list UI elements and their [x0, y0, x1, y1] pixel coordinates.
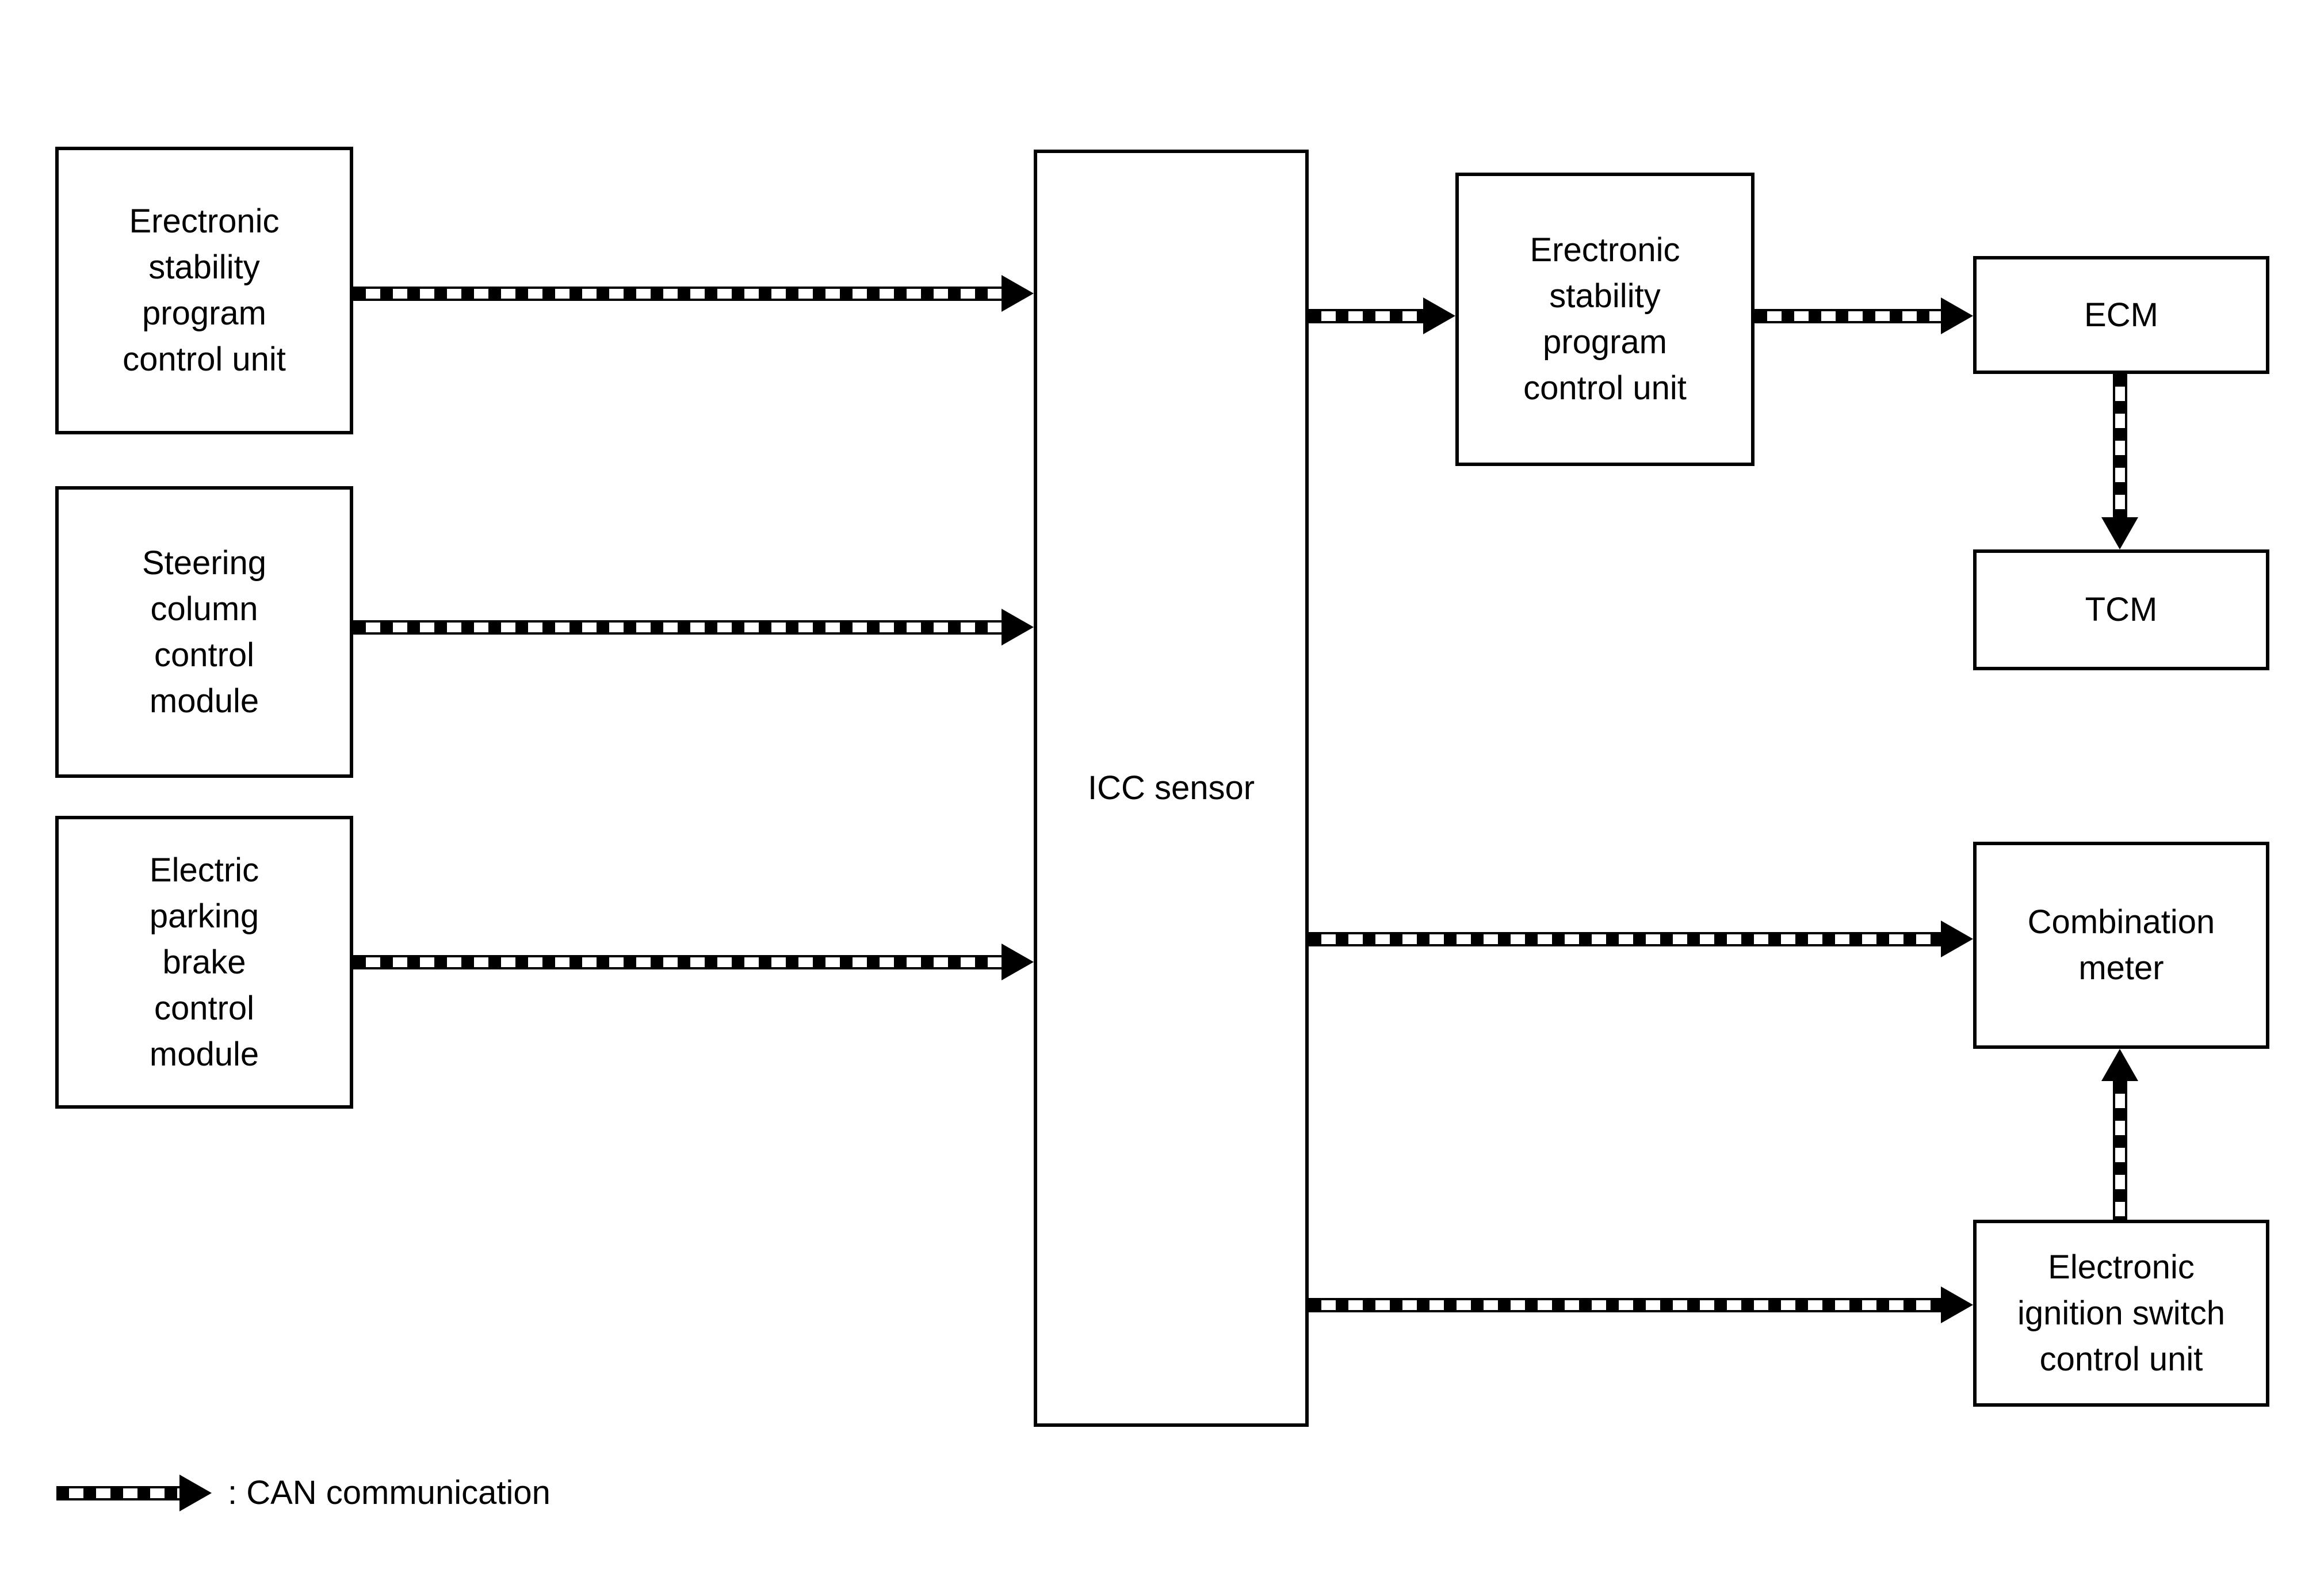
node-label-line: control unit — [123, 341, 286, 378]
node-label-line: stability — [1549, 277, 1661, 315]
node-label-line: Steering — [142, 544, 267, 582]
node-label-line: Electric — [149, 851, 259, 889]
can-arrow-esp-right-to-ecm — [1755, 297, 1973, 334]
arrowhead-right-icon — [1002, 609, 1034, 646]
can-arrow-esp-left-to-icc — [353, 275, 1034, 312]
legend-can-arrow-icon — [56, 1486, 179, 1500]
node-label-line: Erectronic — [129, 203, 280, 240]
arrowhead-right-icon — [1423, 297, 1455, 334]
arrowhead-right-icon — [1002, 944, 1034, 980]
node-label-line: ECM — [2084, 296, 2158, 334]
node-label-line: TCM — [2085, 591, 2158, 628]
can-dashed-band — [353, 620, 1002, 635]
node-label-line: program — [142, 295, 266, 332]
arrowhead-right-icon — [179, 1475, 212, 1511]
can-arrow-ignition-switch-to-combination-meter — [2101, 1049, 2138, 1220]
node-label-line: Erectronic — [1530, 231, 1680, 269]
node-label-line: meter — [2078, 949, 2164, 987]
can-arrow-icc-to-ignition-switch — [1309, 1286, 1973, 1323]
legend: : CAN communication — [56, 1475, 551, 1511]
legend-label: : CAN communication — [228, 1474, 551, 1511]
node-electronic-ignition-switch-control-unit: Electronic ignition switch control unit — [1973, 1220, 2269, 1407]
node-electric-parking-brake-control-module: Electric parking brake control module — [55, 816, 353, 1109]
node-label-line: ignition switch — [2017, 1294, 2226, 1332]
can-dashed-band — [353, 286, 1002, 301]
node-tcm: TCM — [1973, 549, 2269, 670]
can-arrow-icc-to-esp-right — [1309, 297, 1455, 334]
node-label-line: parking — [149, 897, 259, 935]
can-dashed-band — [1309, 931, 1941, 946]
node-label-line: control unit — [1523, 369, 1687, 407]
can-dashed-band — [2112, 1081, 2127, 1220]
can-dashed-band — [1755, 308, 1941, 323]
node-label-line: ICC sensor — [1087, 769, 1255, 807]
node-electronic-stability-program-control-unit-left: Erectronic stability program control uni… — [55, 147, 353, 434]
node-label-line: module — [149, 682, 259, 720]
node-label-line: control — [154, 636, 255, 674]
node-label-line: column — [150, 590, 258, 628]
node-label-line: control — [154, 989, 255, 1027]
node-ecm: ECM — [1973, 256, 2269, 374]
can-dashed-band — [1309, 308, 1423, 323]
can-arrow-parking-brake-to-icc — [353, 944, 1034, 980]
can-dashed-band — [2112, 374, 2127, 517]
can-arrow-icc-to-combination-meter — [1309, 921, 1973, 957]
node-label-line: brake — [162, 943, 246, 981]
arrowhead-down-icon — [2101, 517, 2138, 549]
node-label-line: program — [1543, 323, 1667, 361]
node-icc-sensor: ICC sensor — [1034, 150, 1309, 1427]
can-arrow-ecm-to-tcm — [2101, 374, 2138, 549]
arrowhead-right-icon — [1941, 921, 1973, 957]
can-dashed-band — [1309, 1297, 1941, 1312]
arrowhead-right-icon — [1941, 297, 1973, 334]
node-label-line: Electronic — [2048, 1248, 2195, 1286]
node-steering-column-control-module: Steering column control module — [55, 486, 353, 778]
node-label-line: stability — [148, 249, 260, 286]
node-label-line: Combination — [2027, 903, 2215, 941]
can-arrow-steering-to-icc — [353, 609, 1034, 646]
arrowhead-right-icon — [1002, 275, 1034, 312]
node-electronic-stability-program-control-unit-right: Erectronic stability program control uni… — [1455, 173, 1755, 466]
node-combination-meter: Combination meter — [1973, 842, 2269, 1049]
can-dashed-band — [353, 954, 1002, 969]
node-label-line: module — [149, 1035, 259, 1073]
arrowhead-up-icon — [2101, 1049, 2138, 1081]
node-label-line: control unit — [2039, 1340, 2203, 1378]
arrowhead-right-icon — [1941, 1286, 1973, 1323]
